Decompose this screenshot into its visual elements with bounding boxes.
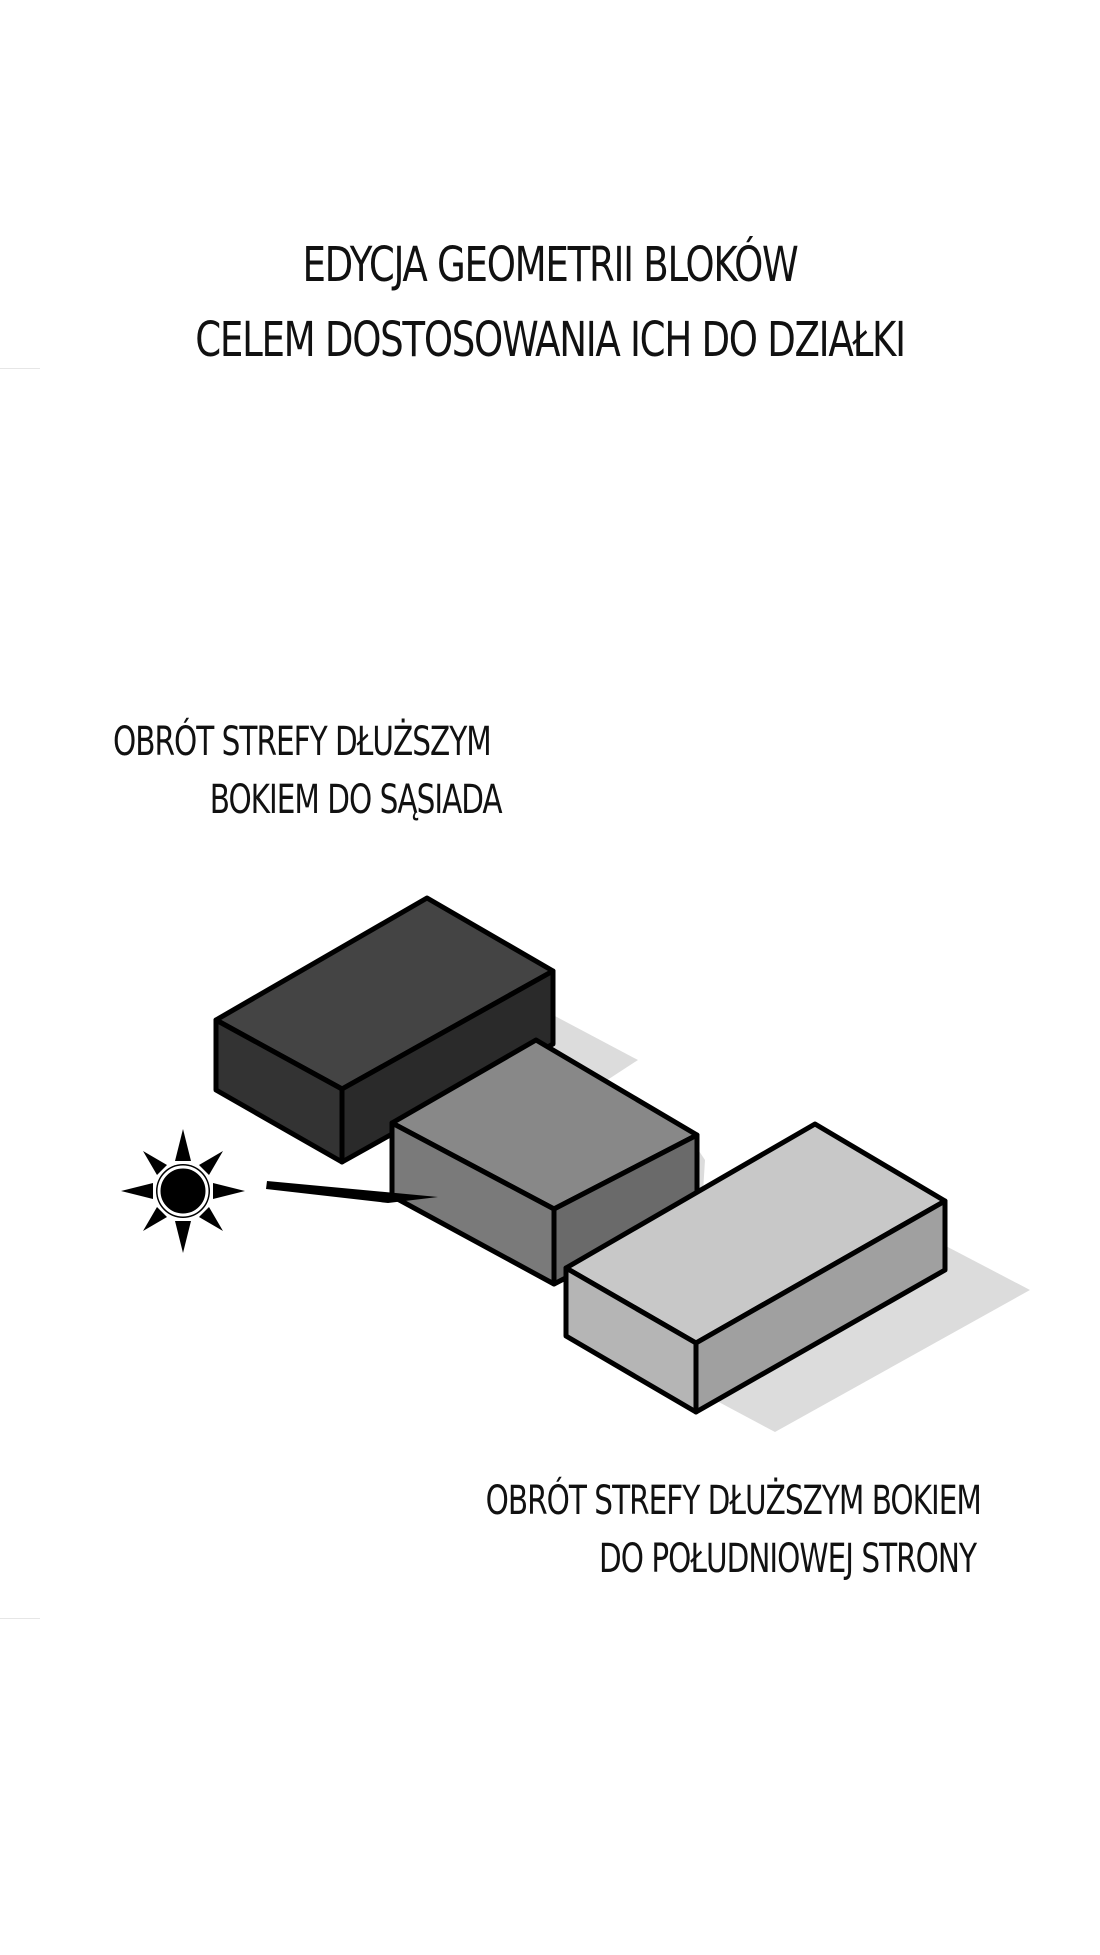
- light-block-side: [693, 1198, 948, 1415]
- title-line-1: EDYCJA GEOMETRII BLOKÓW: [302, 237, 798, 293]
- neighbor-rotation-line-2: BOKIEM DO SĄSIADA: [209, 777, 503, 823]
- edge-mark-bottom: [0, 1618, 40, 1619]
- south-rotation-line-1: OBRÓT STREFY DŁUŻSZYM BOKIEM: [485, 1478, 982, 1524]
- sun-ray-pointer: [266, 1181, 438, 1203]
- diagram-title: EDYCJA GEOMETRII BLOKÓW CELEM DOSTOSOWAN…: [77, 228, 1023, 378]
- dark-block: [213, 895, 556, 1165]
- neighbor-rotation-label: OBRÓT STREFY DŁUŻSZYM BOKIEM DO SĄSIADA: [113, 713, 503, 829]
- south-rotation-line-2: DO POŁUDNIOWEJ STRONY: [598, 1536, 977, 1582]
- dark-block-side: [339, 968, 556, 1165]
- neighbor-rotation-line-1: OBRÓT STREFY DŁUŻSZYM: [113, 719, 492, 765]
- sun-icon: [121, 1129, 245, 1253]
- mid-block: [389, 1037, 700, 1287]
- title-line-2: CELEM DOSTOSOWANIA ICH DO DZIAŁKI: [195, 312, 906, 368]
- south-rotation-label: OBRÓT STREFY DŁUŻSZYM BOKIEM DO POŁUDNIO…: [485, 1472, 982, 1588]
- light-block: [563, 1121, 948, 1415]
- light-block-shadow: [700, 1244, 1030, 1432]
- edge-mark-top: [0, 368, 40, 369]
